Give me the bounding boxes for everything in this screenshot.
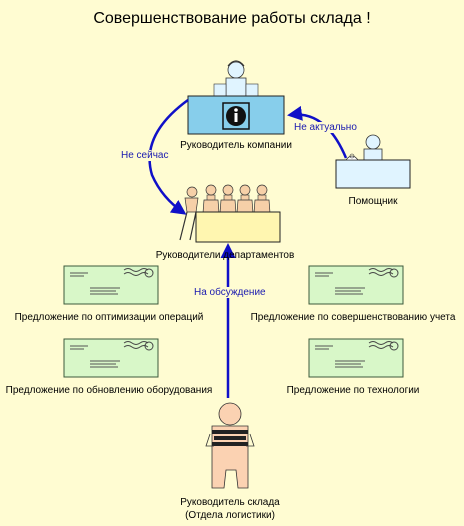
envelope-icon bbox=[63, 338, 159, 378]
info-icon bbox=[222, 102, 250, 130]
proposal-label: Предложение по технологии bbox=[286, 385, 420, 396]
company-head-figure bbox=[213, 60, 259, 97]
proposal-label: Предложение по совершенствованию учета bbox=[250, 312, 456, 323]
page-title: Совершенствование работы склада ! bbox=[93, 10, 371, 27]
warehouse-head-figure bbox=[205, 402, 255, 489]
department-heads-label: Руководители департаментов bbox=[155, 250, 295, 261]
warehouse-head-subtitle: (Отдела логистики) bbox=[185, 510, 275, 521]
department-table bbox=[195, 211, 281, 243]
assistant-figure bbox=[363, 134, 383, 162]
arrow-not-now bbox=[148, 98, 189, 215]
envelope-icon bbox=[308, 265, 404, 305]
headset-icon bbox=[227, 60, 245, 67]
proposal-label: Предложение по оптимизации операций bbox=[14, 312, 204, 323]
proposal-label: Предложение по обновлению оборудования bbox=[5, 385, 213, 396]
arrow-label-not-now: Не сейчас bbox=[119, 150, 171, 161]
assistant-label: Помощник bbox=[348, 196, 398, 207]
arrow-label-for-discussion: На обсуждение bbox=[192, 287, 268, 298]
company-head-label: Руководитель компании bbox=[180, 140, 292, 151]
warehouse-head-label: Руководитель склада bbox=[180, 497, 280, 508]
department-heads-figures bbox=[179, 184, 271, 241]
envelope-icon bbox=[308, 338, 404, 378]
assistant-desk bbox=[335, 159, 411, 189]
arrow-label-not-relevant: Не актуально bbox=[292, 122, 359, 133]
envelope-icon bbox=[63, 265, 159, 305]
telephone-icon bbox=[345, 153, 359, 161]
